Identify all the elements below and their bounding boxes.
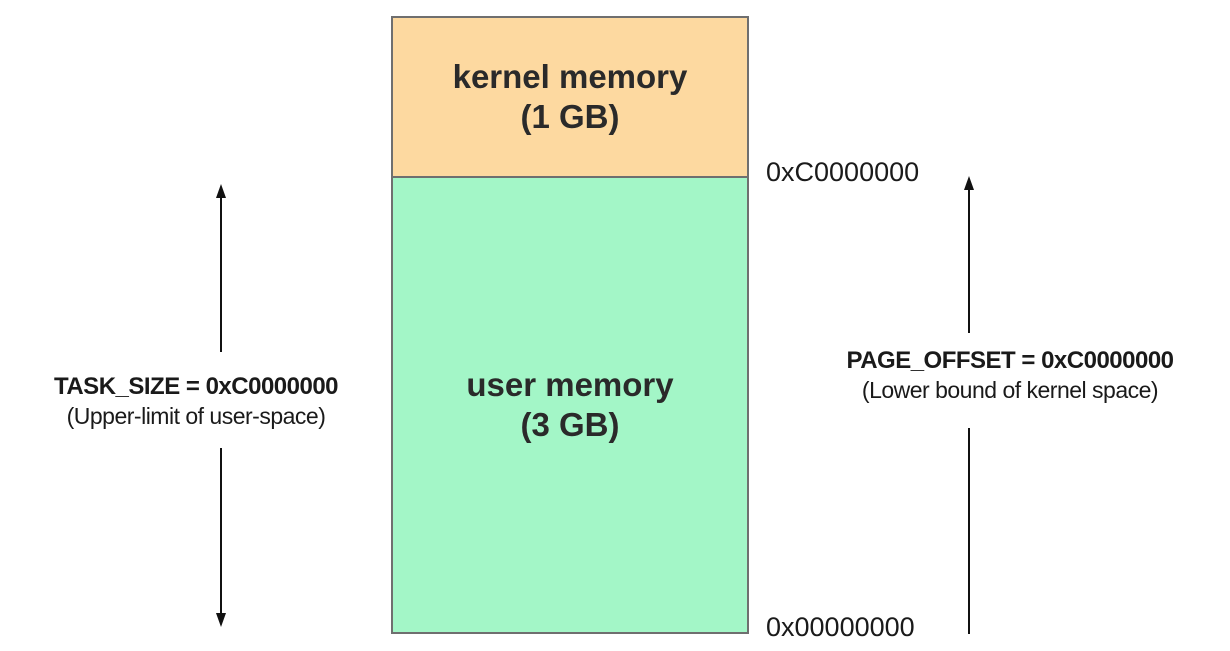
kernel-memory-size: (1 GB): [520, 98, 620, 135]
page-offset-arrow-head: [964, 176, 974, 190]
page-offset-arrow: [964, 176, 974, 634]
task-size-subtitle: (Upper-limit of user-space): [66, 403, 326, 429]
kernel-memory-label: kernel memory: [452, 58, 688, 95]
task-size-arrow-down-head: [216, 613, 226, 627]
user-memory-label: user memory: [466, 366, 674, 403]
task-size-arrow-up-head: [216, 184, 226, 198]
boundary-address-label: 0xC0000000: [766, 157, 920, 187]
task-size-annotation: TASK_SIZE = 0xC0000000 (Upper-limit of u…: [6, 372, 386, 430]
page-offset-annotation: PAGE_OFFSET = 0xC0000000 (Lower bound of…: [790, 346, 1230, 404]
page-offset-title: PAGE_OFFSET = 0xC0000000: [846, 347, 1174, 374]
task-size-title: TASK_SIZE = 0xC0000000: [53, 373, 339, 400]
task-size-double-arrow: [216, 184, 226, 627]
kernel-memory-region: kernel memory (1 GB): [391, 16, 749, 178]
user-memory-size: (3 GB): [520, 406, 620, 443]
base-address-label: 0x00000000: [766, 612, 915, 642]
page-offset-subtitle: (Lower bound of kernel space): [861, 377, 1159, 403]
user-memory-region: user memory (3 GB): [391, 176, 749, 634]
